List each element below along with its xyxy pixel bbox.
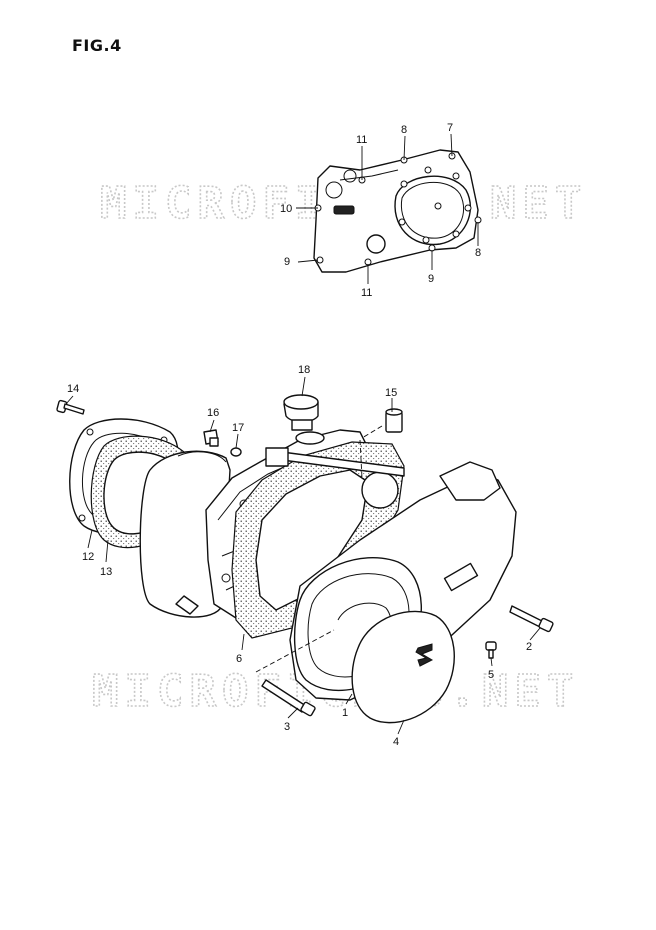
callout-11-bottom: 11 [361,287,372,299]
callout-13: 13 [100,566,112,578]
callout-8-right: 8 [475,247,481,259]
bottom-leader-lines [65,376,541,735]
tube-fitting [265,447,289,467]
callout-12: 12 [82,551,94,563]
filler-cap-part-18 [283,394,319,431]
bolt-part-3 [261,679,316,717]
sleeve-part-15 [385,408,403,433]
bolt-part-16 [203,429,219,447]
screw-part-5 [485,641,497,659]
callout-10: 10 [280,203,292,215]
callout-4: 4 [393,736,399,748]
callout-labels: 11 8 7 10 8 9 9 11 18 14 15 16 17 12 13 … [67,122,532,748]
callout-5: 5 [488,669,494,681]
round-cover-part-4 [351,610,455,724]
figure-title: FIG.4 [72,36,122,55]
callout-7: 7 [447,122,453,134]
callout-9-right: 9 [428,273,434,285]
callout-6: 6 [236,653,242,665]
alignment-lines [255,425,383,673]
callout-1: 1 [342,707,348,719]
top-leader-lines [296,133,479,284]
filler-neck [295,431,325,445]
callout-9-left: 9 [284,256,290,268]
callout-3: 3 [284,721,290,733]
bolt-part-2 [509,605,554,633]
top-cover-assembly [313,149,482,273]
callout-16: 16 [207,407,219,419]
callout-17: 17 [232,422,244,434]
callout-11-top: 11 [356,134,367,146]
callout-18: 18 [298,364,310,376]
bolt-part-14 [56,399,85,415]
callout-14: 14 [67,383,79,395]
cylinder-body [139,450,231,618]
callout-15: 15 [385,387,397,399]
callout-2: 2 [526,641,532,653]
washer-part-17 [230,447,242,457]
callout-8-top: 8 [401,124,407,136]
